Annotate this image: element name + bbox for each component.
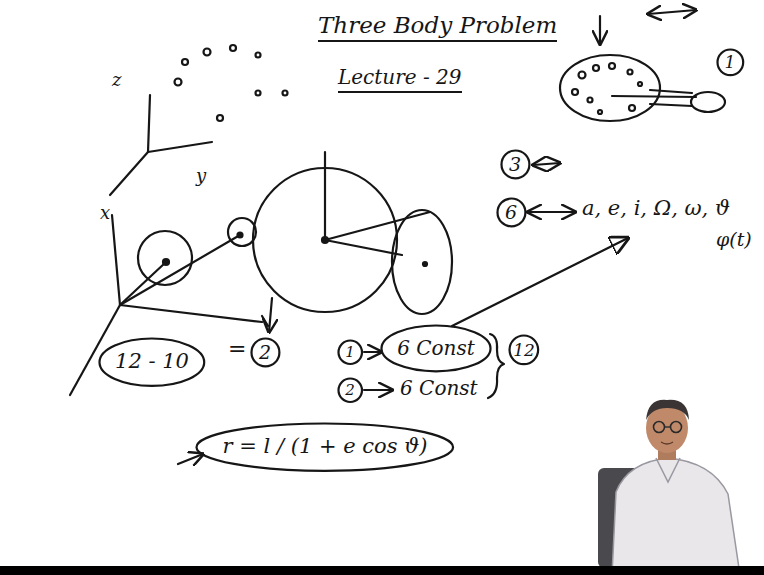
node-body: 1 bbox=[337, 339, 364, 366]
node-text: 3 bbox=[509, 154, 521, 175]
node-body: 12 bbox=[508, 334, 540, 366]
down-arrow bbox=[599, 16, 601, 44]
double-arrow bbox=[533, 163, 560, 165]
hand-ellipse bbox=[381, 325, 490, 371]
right-arrow bbox=[364, 351, 381, 353]
node-body: 2 bbox=[250, 337, 281, 368]
equals-sign: = bbox=[228, 336, 246, 361]
z-axis bbox=[148, 95, 150, 152]
difference-ellipse: 12 - 10 bbox=[98, 337, 206, 387]
orbital-elements: a, e, i, Ω, ω, ϑ bbox=[582, 196, 730, 220]
hand-ellipse bbox=[338, 378, 362, 402]
hand-ellipse bbox=[717, 49, 743, 75]
hand-ellipse bbox=[338, 340, 362, 364]
node-text: 1 bbox=[725, 53, 736, 72]
y-axis bbox=[148, 142, 212, 152]
hand-ellipse bbox=[501, 150, 529, 178]
down-arrow bbox=[269, 298, 272, 332]
lecture-number: Lecture - 29 bbox=[338, 66, 462, 93]
constant-ellipse: 6 Const bbox=[380, 324, 492, 373]
orbit-sketch bbox=[253, 152, 452, 326]
node-text: 6 Const bbox=[397, 337, 475, 359]
node-text: 2 bbox=[345, 382, 355, 399]
particle-dots bbox=[175, 45, 288, 121]
callout-number: 1 bbox=[716, 48, 745, 77]
bottom-bar bbox=[0, 566, 764, 575]
node-text: 12 bbox=[513, 341, 535, 360]
node-body: 1 bbox=[716, 48, 745, 77]
node-text: 1 bbox=[345, 344, 355, 361]
pointer-arrow bbox=[178, 454, 203, 464]
axis-label: x bbox=[100, 203, 110, 224]
hand-ellipse bbox=[510, 336, 539, 365]
board-title: Three Body Problem bbox=[318, 12, 557, 42]
node-body: 2 bbox=[337, 377, 364, 404]
lecturer-figure bbox=[598, 400, 740, 575]
circled-total: 12 bbox=[508, 334, 540, 366]
cluster-body bbox=[560, 55, 725, 121]
constant-count: 6 Const bbox=[400, 377, 478, 400]
node-text: 2 bbox=[259, 342, 271, 363]
pointer-arrow bbox=[452, 238, 628, 326]
two-body-sketch bbox=[70, 215, 262, 395]
node-text: 6 bbox=[505, 202, 517, 223]
hand-ellipse bbox=[251, 338, 279, 366]
formula-ellipse: r = l / (1 + e cos ϑ) bbox=[195, 422, 455, 472]
anomaly-term: φ(t) bbox=[716, 229, 752, 251]
node-body: 6 Const bbox=[380, 324, 492, 373]
node-body: 6 bbox=[496, 197, 527, 228]
hand-ellipse bbox=[100, 338, 205, 385]
axis-label: z bbox=[112, 70, 121, 91]
node-text: 12 - 10 bbox=[115, 350, 189, 373]
circled-number: 3 bbox=[500, 149, 531, 180]
hand-ellipse bbox=[197, 423, 454, 470]
circled-result: 2 bbox=[250, 337, 281, 368]
circled-number: 6 bbox=[496, 197, 527, 228]
x-axis bbox=[110, 152, 148, 195]
node-body: 3 bbox=[500, 149, 531, 180]
axis-label: y bbox=[196, 166, 206, 187]
circled-number: 2 bbox=[337, 377, 364, 404]
double-arrow bbox=[528, 211, 575, 213]
node-body: r = l / (1 + e cos ϑ) bbox=[195, 422, 455, 472]
node-body: 12 - 10 bbox=[98, 337, 206, 387]
right-arrow bbox=[364, 389, 392, 391]
node-text: r = l / (1 + e cos ϑ) bbox=[223, 435, 428, 458]
circled-number: 1 bbox=[337, 339, 364, 366]
hand-ellipse bbox=[497, 198, 525, 226]
double-arrow bbox=[648, 10, 696, 14]
